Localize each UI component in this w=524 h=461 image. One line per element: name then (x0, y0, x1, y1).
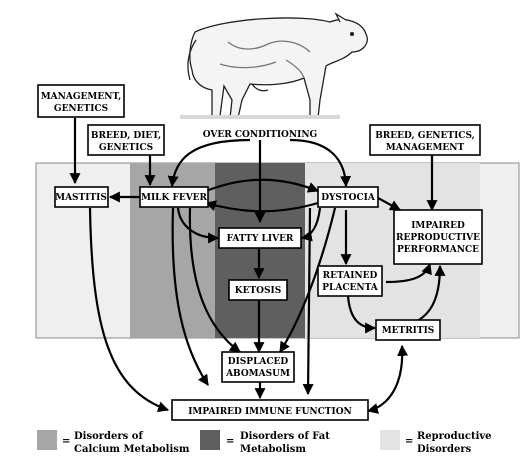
node-label-line: MANAGEMENT, (41, 92, 122, 102)
node-label: METRITIS (382, 326, 435, 336)
node-mastitis: MASTITIS (54, 186, 109, 208)
node-label: MILK FEVER (141, 193, 208, 203)
node-label-line: BREED, DIET, (91, 131, 161, 141)
node-fatty-liver: FATTY LIVER (218, 227, 302, 249)
svg-text:=: = (226, 436, 234, 447)
legend-label-line: Metabolism (240, 444, 306, 455)
node-label-line: PERFORMANCE (397, 245, 479, 255)
node-label: MASTITIS (55, 193, 107, 203)
node-label-line: DISPLACED (228, 357, 289, 367)
legend-item-fat: = Disorders of Fat Metabolism (200, 430, 330, 455)
legend-label-line: Reproductive (417, 431, 492, 442)
node-label-line: IMPAIRED (411, 221, 465, 231)
legend-swatch (37, 430, 57, 450)
node-displaced-abomasum: DISPLACED ABOMASUM (221, 351, 295, 383)
node-label: DYSTOCIA (321, 193, 376, 203)
legend-label-line: Disorders (417, 444, 472, 455)
arrows (69, 118, 446, 414)
legend-item-reproductive: = Reproductive Disorders (380, 430, 492, 455)
node-label: OVER CONDITIONING (203, 130, 317, 140)
node-ketosis: KETOSIS (228, 279, 288, 301)
node-management-genetics: MANAGEMENT, GENETICS (37, 84, 125, 118)
node-label-line: PLACENTA (322, 283, 379, 293)
legend-swatch (380, 430, 400, 450)
node-retained-placenta: RETAINED PLACENTA (317, 265, 383, 297)
node-label-line: MANAGEMENT (386, 143, 465, 153)
legend-label-line: Disorders of (74, 431, 143, 442)
node-metritis: METRITIS (375, 319, 441, 341)
node-label-line: RETAINED (323, 271, 378, 281)
svg-text:=: = (62, 436, 70, 447)
node-label-line: ABOMASUM (225, 369, 290, 379)
legend-item-calcium: = Disorders of Calcium Metabolism (37, 430, 190, 455)
ground-shading (180, 115, 340, 119)
node-breed-diet-genetics: BREED, DIET, GENETICS (87, 124, 165, 156)
node-impaired-immune-function: IMPAIRED IMMUNE FUNCTION (171, 399, 369, 421)
legend-label-line: Disorders of Fat (240, 431, 330, 442)
node-label-line: GENETICS (99, 143, 153, 153)
node-milk-fever: MILK FEVER (139, 186, 209, 208)
node-over-conditioning: OVER CONDITIONING (203, 130, 317, 140)
node-label-line: GENETICS (54, 104, 108, 114)
node-impaired-reproductive-performance: IMPAIRED REPRODUCTIVE PERFORMANCE (393, 209, 483, 265)
node-label-line: BREED, GENETICS, (375, 131, 475, 141)
node-label: FATTY LIVER (227, 234, 294, 244)
node-dystocia: DYSTOCIA (317, 186, 379, 208)
node-label: KETOSIS (235, 286, 281, 296)
legend-swatch (200, 430, 220, 450)
node-label: IMPAIRED IMMUNE FUNCTION (188, 407, 352, 417)
svg-text:=: = (405, 436, 413, 447)
cow-icon (187, 12, 368, 119)
legend: = Disorders of Calcium Metabolism = Diso… (37, 430, 492, 455)
node-label-line: REPRODUCTIVE (396, 233, 480, 243)
legend-label-line: Calcium Metabolism (74, 444, 190, 455)
node-breed-genetics-management: BREED, GENETICS, MANAGEMENT (369, 124, 481, 156)
